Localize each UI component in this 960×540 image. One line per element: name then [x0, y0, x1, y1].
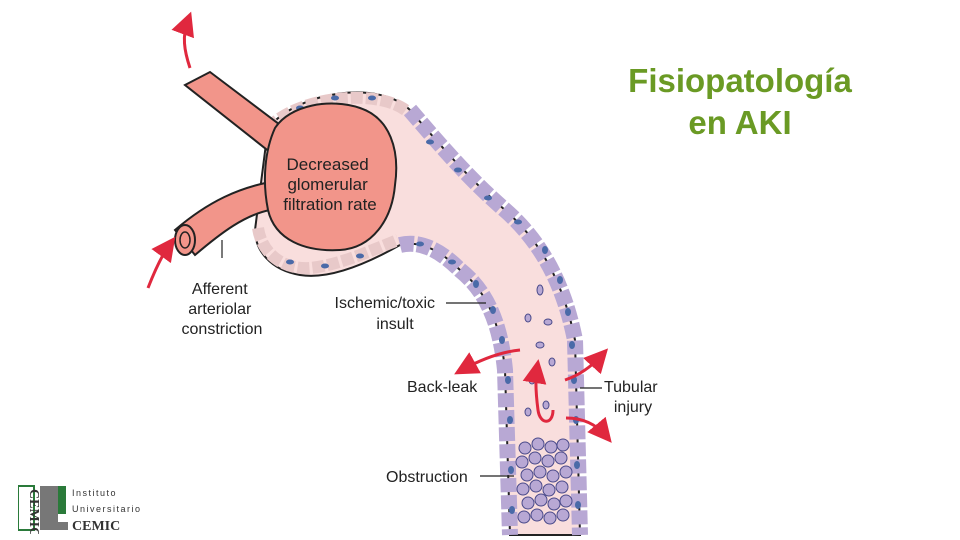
logo-mark-grey	[40, 486, 68, 530]
capsule-lining-lower	[252, 226, 401, 275]
tubule-lining-right	[403, 104, 588, 536]
afferent-label: Afferent arteriolar constriction	[182, 281, 263, 338]
logo-brand: CEMIC	[72, 519, 120, 534]
capsule-lining	[263, 91, 412, 133]
tubular-down-arrow	[565, 416, 612, 443]
efferent-outflow-arrow	[171, 11, 194, 69]
cell-nuclei	[286, 95, 581, 514]
cemic-logo: CEMIC Instituto Universitario CEMIC	[18, 485, 142, 534]
obstruction-cast	[515, 437, 573, 525]
afferent-inflow-arrow	[146, 236, 176, 289]
title-line-2: en AKI	[688, 104, 792, 141]
glomerulus	[263, 102, 398, 252]
afferent-lumen	[174, 224, 196, 256]
logo-mark-green	[58, 486, 66, 514]
lumen-u-arrow	[522, 359, 555, 423]
flow-arrows	[146, 11, 612, 443]
backleak-arrow	[454, 348, 521, 375]
tubular-label: Tubular injury	[604, 379, 662, 416]
obstruction-label: Obstruction	[386, 469, 468, 486]
slide-title: Fisiopatología en AKI	[590, 60, 890, 144]
ischemic-label: Ischemic/toxic insult	[335, 295, 440, 333]
logo-line-1: Instituto	[72, 488, 117, 498]
title-line-1: Fisiopatología	[628, 62, 852, 99]
backleak-label: Back-leak	[407, 379, 478, 396]
logo-line-2: Universitario	[72, 504, 142, 514]
logo-vertical-bar	[18, 485, 35, 531]
logo-vertical-text: CEMIC	[26, 489, 41, 534]
tubular-up-arrow	[564, 348, 609, 382]
gfr-label: Decreased glomerular filtration rate	[283, 155, 377, 214]
